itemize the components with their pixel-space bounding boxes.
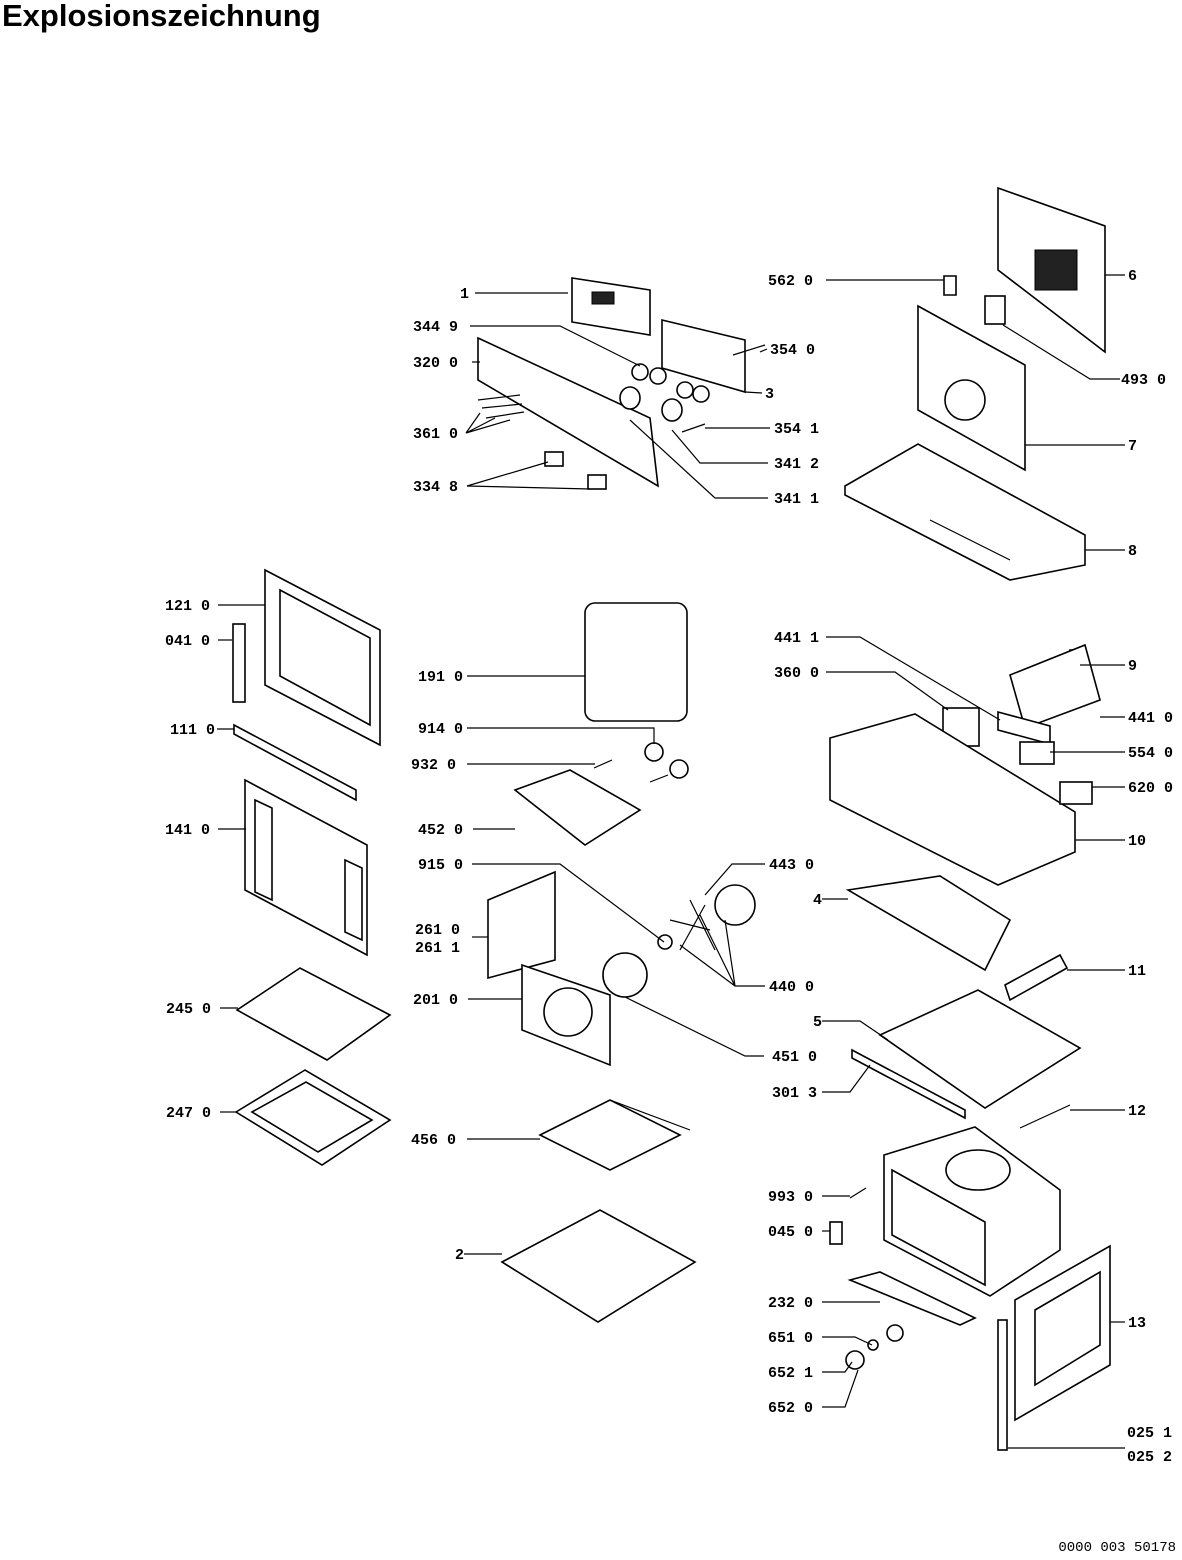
label-932-0: 932 0: [411, 757, 456, 774]
label-261-0: 261 0: [415, 922, 460, 939]
label-620-0: 620 0: [1128, 780, 1173, 797]
door-parts-part: [232, 568, 392, 1166]
label-025-1: 025 1: [1127, 1425, 1172, 1442]
label-652-0: 652 0: [768, 1400, 813, 1417]
label-301-3: 301 3: [772, 1085, 817, 1102]
document-code: 0000 003 50178: [1058, 1540, 1176, 1556]
label-247-0: 247 0: [166, 1105, 211, 1122]
label-360-0: 360 0: [774, 665, 819, 682]
label-9: 9: [1128, 658, 1137, 675]
label-261-1: 261 1: [415, 940, 460, 957]
label-111-0: 111 0: [170, 722, 215, 739]
label-452-0: 452 0: [418, 822, 463, 839]
label-341-1: 341 1: [774, 491, 819, 508]
leader-lines: [217, 274, 1125, 1449]
label-914-0: 914 0: [418, 721, 463, 738]
label-7: 7: [1128, 438, 1137, 455]
label-354-1: 354 1: [774, 421, 819, 438]
label-562-0: 562 0: [768, 273, 813, 290]
label-191-0: 191 0: [418, 669, 463, 686]
label-334-8: 334 8: [413, 479, 458, 496]
page-title: Explosionszeichnung: [2, 0, 321, 33]
label-245-0: 245 0: [166, 1001, 211, 1018]
rear-panels-part: [844, 186, 1106, 581]
label-5: 5: [813, 1014, 822, 1031]
label-13: 13: [1128, 1315, 1146, 1332]
label-12: 12: [1128, 1103, 1146, 1120]
label-6: 6: [1128, 268, 1137, 285]
label-441-1: 441 1: [774, 630, 819, 647]
label-201-0: 201 0: [413, 992, 458, 1009]
label-141-0: 141 0: [165, 822, 210, 839]
label-440-0: 440 0: [769, 979, 814, 996]
label-8: 8: [1128, 543, 1137, 560]
casing-parts-part: [829, 643, 1111, 1451]
label-554-0: 554 0: [1128, 745, 1173, 762]
label-320-0: 320 0: [413, 355, 458, 372]
label-341-2: 341 2: [774, 456, 819, 473]
label-652-1: 652 1: [768, 1365, 813, 1382]
control-panel-part: [477, 277, 766, 490]
label-2: 2: [455, 1247, 464, 1264]
label-361-0: 361 0: [413, 426, 458, 443]
label-4: 4: [813, 892, 822, 909]
label-456-0: 456 0: [411, 1132, 456, 1149]
label-915-0: 915 0: [418, 857, 463, 874]
oven-internal-parts-part: [487, 602, 756, 1323]
label-441-0: 441 0: [1128, 710, 1173, 727]
label-11: 11: [1128, 963, 1146, 980]
label-121-0: 121 0: [165, 598, 210, 615]
label-10: 10: [1128, 833, 1146, 850]
label-493-0: 493 0: [1121, 372, 1166, 389]
label-1: 1: [460, 286, 469, 303]
label-354-0: 354 0: [770, 342, 815, 359]
label-651-0: 651 0: [768, 1330, 813, 1347]
label-041-0: 041 0: [165, 633, 210, 650]
label-443-0: 443 0: [769, 857, 814, 874]
label-451-0: 451 0: [772, 1049, 817, 1066]
label-344-9: 344 9: [413, 319, 458, 336]
label-232-0: 232 0: [768, 1295, 813, 1312]
label-3: 3: [765, 386, 774, 403]
label-025-2: 025 2: [1127, 1449, 1172, 1466]
part-labels: 1 344 9 320 0 361 0 334 8 562 0 354 0 3 …: [165, 268, 1173, 1466]
label-993-0: 993 0: [768, 1189, 813, 1206]
label-045-0: 045 0: [768, 1224, 813, 1241]
